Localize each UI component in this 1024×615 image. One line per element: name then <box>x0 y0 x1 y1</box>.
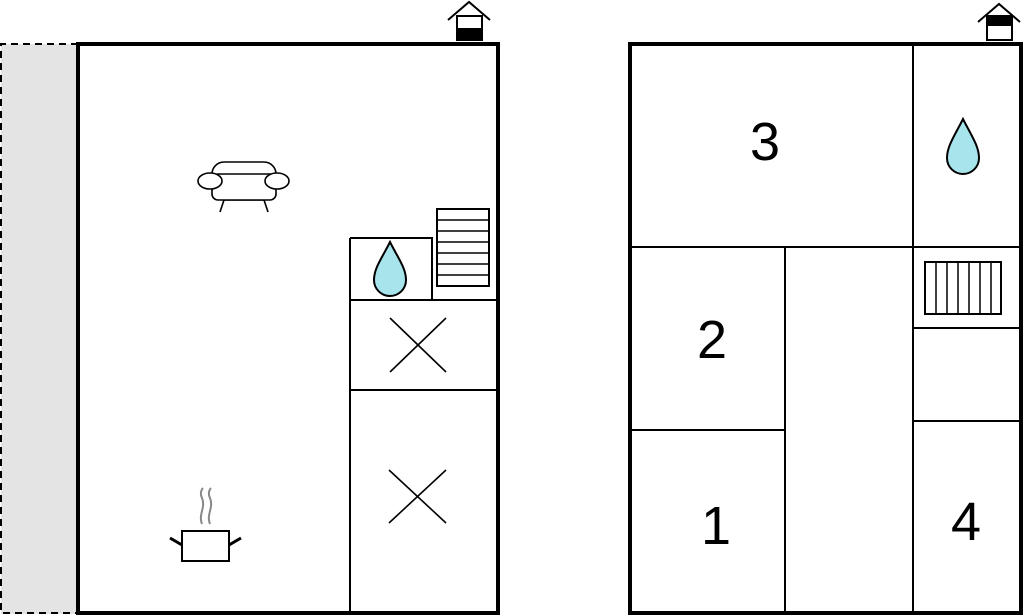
void-mark <box>389 317 447 373</box>
room-number-4: 4 <box>951 492 981 552</box>
stairs-icon <box>924 261 1002 315</box>
terrace-outline <box>0 43 78 614</box>
stairs-icon <box>436 208 490 287</box>
cooking-pot-icon <box>169 487 242 562</box>
sofa-icon <box>197 161 290 213</box>
upper-floor: 3 2 1 4 <box>628 2 1023 615</box>
house-entrance-icon <box>977 2 1021 41</box>
ground-floor <box>0 0 500 615</box>
bathroom-wall <box>350 237 433 300</box>
void-mark <box>388 469 447 524</box>
ground-floor-outer-wall <box>76 42 500 615</box>
house-entrance-icon <box>447 0 491 41</box>
room-number-1: 1 <box>701 496 731 556</box>
terrace-area <box>1 44 78 614</box>
water-drop-icon <box>945 116 981 175</box>
water-drop-icon <box>372 239 408 297</box>
room-number-2: 2 <box>697 310 727 370</box>
room-number-3: 3 <box>750 112 780 172</box>
